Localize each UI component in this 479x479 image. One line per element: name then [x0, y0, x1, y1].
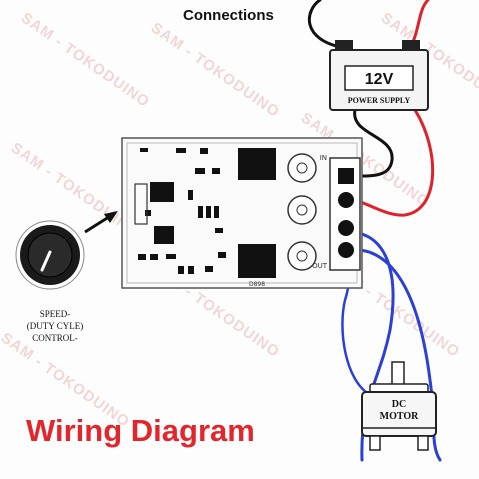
ic-chip: [150, 182, 174, 202]
smd-part: [200, 148, 208, 154]
knob-label-line1: SPEED-: [40, 309, 71, 319]
terminal-in-label: IN: [320, 154, 327, 162]
capacitor-core: [296, 162, 308, 174]
capacitor-core: [296, 250, 308, 262]
dc-motor: DC MOTOR: [361, 361, 437, 451]
terminal-out-label: OUT: [312, 262, 328, 270]
smd-part: [212, 168, 220, 174]
capacitor: [287, 153, 317, 183]
terminal-in-negative: [338, 168, 354, 184]
motor-label-line1: DC: [392, 399, 406, 410]
terminal-out-b: [338, 242, 354, 258]
mosfet-top: [238, 148, 276, 180]
battery-voltage-label: 12V: [365, 71, 394, 88]
capacitor: [287, 195, 317, 225]
smd-part: [198, 206, 203, 218]
header-partial-title: Connections: [183, 7, 274, 24]
pot-connector: [134, 183, 148, 225]
battery-negative-wire: [348, 108, 394, 178]
smd-components: [138, 148, 226, 274]
watermark-text: SAM - TOKODUINO: [18, 9, 153, 111]
smd-part: [176, 148, 186, 153]
battery-power-supply-label: POWER SUPPLY: [348, 96, 411, 105]
smd-part: [138, 254, 146, 260]
wiring-diagram-title: Wiring Diagram: [26, 413, 255, 448]
smd-part: [166, 254, 176, 259]
battery: 12V POWER SUPPLY: [329, 40, 429, 111]
smd-part: [205, 266, 213, 272]
watermark-text: SAM - TOKODUINO: [148, 19, 283, 121]
chip-code-label: D898: [249, 281, 265, 288]
smd-part: [150, 254, 158, 260]
pwm-controller-board: D898: [121, 137, 363, 289]
smd-part: [178, 266, 184, 274]
smd-part: [188, 190, 193, 200]
ic-chip-small: [154, 226, 174, 244]
smd-part: [145, 210, 151, 216]
smd-part: [215, 228, 223, 233]
speed-knob: [15, 220, 85, 290]
terminal-in-positive: [338, 192, 354, 208]
terminal-out-a: [338, 220, 354, 236]
motor-wire-b: [346, 248, 442, 462]
battery-negative-wire-top: [307, 0, 347, 50]
capacitor-core: [296, 204, 308, 216]
smd-part: [140, 148, 148, 152]
smd-part: [206, 206, 211, 218]
smd-part: [218, 252, 226, 258]
motor-lead-right: [417, 435, 429, 451]
smd-part: [188, 266, 194, 274]
mosfet-bottom: [238, 244, 276, 278]
knob-indicator: [40, 250, 52, 272]
capacitor: [287, 241, 317, 271]
battery-label-box: [344, 65, 414, 91]
motor-lead-left: [369, 435, 381, 451]
arrow-head: [104, 211, 118, 223]
knob-arrow: [84, 211, 118, 234]
battery-positive-wire: [348, 108, 435, 217]
smd-part: [195, 168, 205, 174]
motor-label-line2: MOTOR: [380, 411, 419, 422]
knob-label-line3: CONTROL-: [32, 333, 78, 343]
motor-body: [361, 391, 437, 437]
smd-part: [214, 206, 219, 218]
knob-label-line2: (DUTY CYLE): [27, 321, 83, 331]
capacitors: [287, 153, 317, 271]
